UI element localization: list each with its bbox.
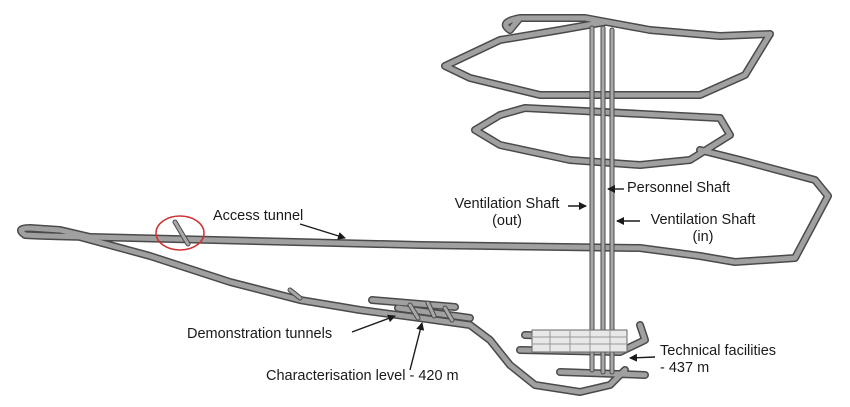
ventilation-shaft-in-line1: Ventilation Shaft <box>650 212 756 228</box>
access-tunnel-label: Access tunnel <box>213 208 303 225</box>
annotation-arrows <box>299 185 656 371</box>
demonstration-tunnels-label: Demonstration tunnels <box>187 326 332 343</box>
highlight-circle <box>155 215 205 251</box>
ventilation-shaft-out-label: Ventilation Shaft (out) <box>448 196 566 230</box>
access-tunnel-arrow <box>299 223 346 240</box>
tunnel-network <box>17 14 832 396</box>
access-tunnel-text: Access tunnel <box>213 208 304 224</box>
personnel-shaft-label: Personnel Shaft <box>627 180 730 197</box>
ventilation-shaft-in-line2: (in) <box>692 229 714 245</box>
technical-facilities-arrow <box>629 353 656 362</box>
characterisation-level-arrow <box>409 322 425 371</box>
technical-facilities-line1: Technical facilities <box>660 343 777 359</box>
ventilation-shaft-in-label: Ventilation Shaft (in) <box>642 212 764 246</box>
demonstration-tunnels-text: Demonstration tunnels <box>187 326 333 342</box>
demonstration-tunnels-arrow <box>351 314 396 333</box>
technical-facilities-label: Technical facilities - 437 m <box>660 343 776 377</box>
ventilation-shaft-out-line2: (out) <box>492 213 522 229</box>
personnel-shaft-text: Personnel Shaft <box>627 180 731 196</box>
technical-facilities-line2: - 437 m <box>660 360 710 376</box>
characterisation-level-text: Characterisation level - 420 m <box>266 368 459 384</box>
characterisation-level-label: Characterisation level - 420 m <box>266 368 459 385</box>
vertical-shafts <box>589 25 615 375</box>
ventilation-shaft-out-line1: Ventilation Shaft <box>454 196 560 212</box>
technical-facilities-block <box>531 329 628 353</box>
